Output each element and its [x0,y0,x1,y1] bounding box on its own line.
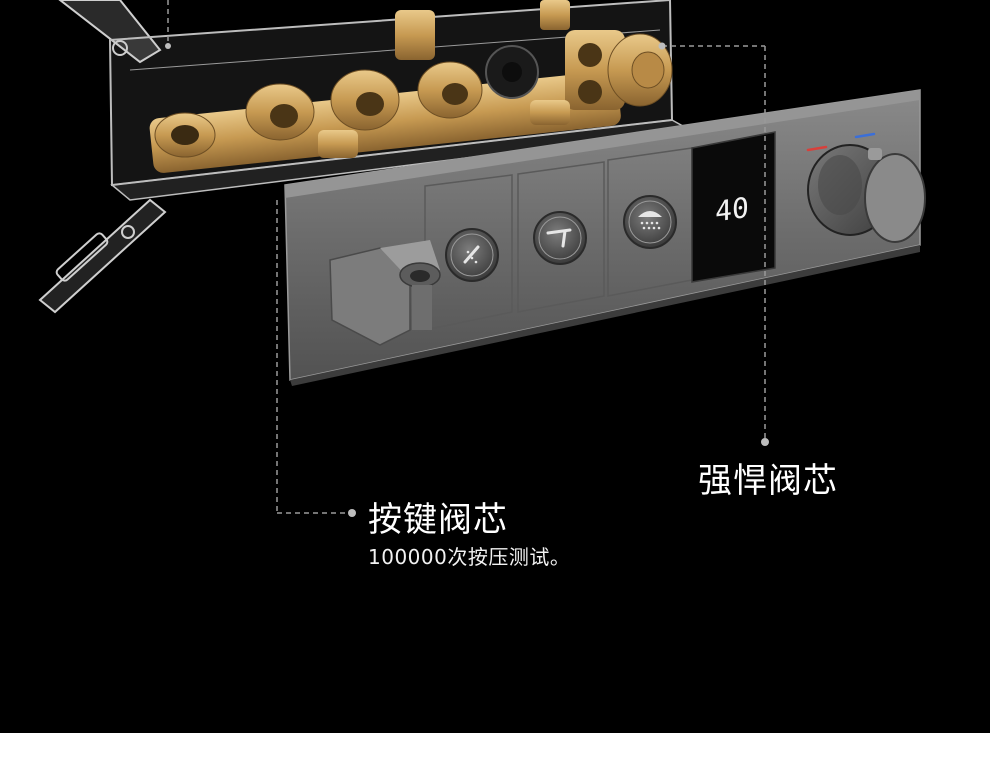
hand-shower-holder [329,240,441,346]
product-scene: 40 强悍阀芯 按键阀芯 100000次按压测试。 [0,0,990,733]
button-tub-spout[interactable] [533,211,587,265]
hot-indicator-icon [806,145,828,152]
mounting-bracket-top [58,0,162,64]
shower-system-illustration: 40 [38,0,926,517]
tub-spout-icon [546,228,572,248]
button-rain-shower[interactable] [623,195,677,249]
rain-shower-icon [638,211,662,230]
button-core-subtitle: 100000次按压测试。 [368,545,571,569]
temperature-display: 40 [715,191,749,229]
callout-line-button [276,200,356,517]
control-panel [284,89,926,386]
valve-core-title: 强悍阀芯 [698,461,838,501]
handheld-shower-icon [463,245,480,264]
callout-line-housing [165,0,171,49]
mounting-bracket-bottom [38,198,167,314]
thermostatic-knob[interactable] [806,132,926,243]
button-core-title: 按键阀芯 [368,500,508,540]
cold-indicator-icon [854,132,876,139]
button-handheld-shower[interactable] [445,228,499,282]
callout-line-valve [658,42,769,446]
brass-valve-body [149,0,673,173]
bottom-white-strip [0,733,990,771]
